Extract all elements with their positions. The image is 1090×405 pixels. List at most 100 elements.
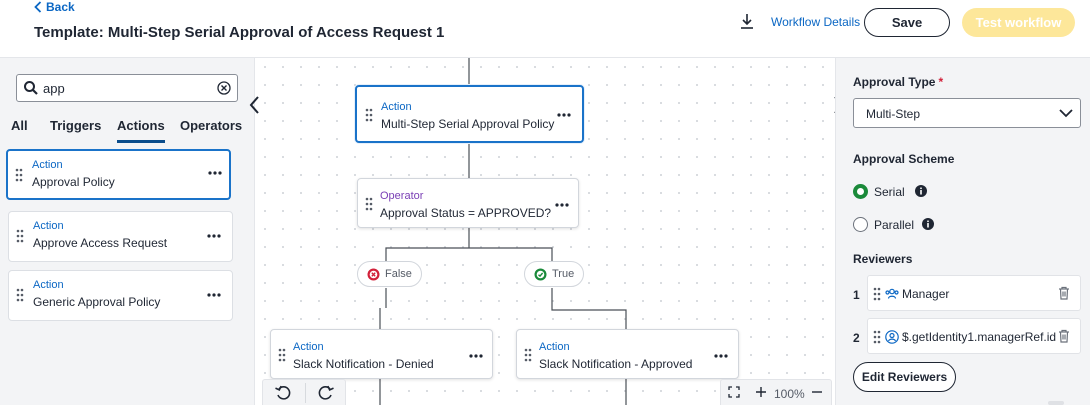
back-link[interactable]: Back [34, 0, 75, 14]
drag-handle-icon[interactable] [16, 288, 24, 302]
zoom-level: 100% [774, 387, 805, 401]
workflow-details-link[interactable]: Workflow Details [771, 15, 861, 29]
zoom-in-icon[interactable] [755, 386, 767, 398]
drag-handle-icon[interactable] [365, 197, 373, 211]
node-kind: Action [539, 341, 570, 353]
group-icon [885, 288, 899, 299]
chevron-left-icon [34, 1, 42, 13]
radio-parallel-label: Parallel [874, 218, 915, 232]
header: Back Template: Multi-Step Serial Approva… [0, 0, 1090, 58]
node-slack-notification-approved[interactable]: Action Slack Notification - Approved [516, 329, 739, 379]
branch-true-pill[interactable]: True [524, 261, 585, 287]
step-item-generic-approval-policy[interactable]: Action Generic Approval Policy [8, 270, 233, 321]
step-kind: Action [33, 279, 64, 291]
node-name: Multi-Step Serial Approval Policy [381, 117, 555, 131]
drag-handle-icon[interactable] [365, 108, 373, 122]
chevron-down-icon [1059, 109, 1073, 118]
info-icon[interactable] [922, 218, 934, 230]
collapse-left-panel-icon[interactable] [247, 94, 263, 116]
tab-actions[interactable]: Actions [117, 118, 165, 143]
approval-type-select[interactable]: Multi-Step [853, 98, 1081, 128]
more-options-icon[interactable] [557, 113, 571, 117]
step-tabs: All Triggers Actions Operators [0, 118, 255, 144]
page-title: Template: Multi-Step Serial Approval of … [34, 24, 445, 41]
step-kind: Action [33, 220, 64, 232]
more-options-icon[interactable] [208, 171, 222, 175]
approval-type-label: Approval Type* [853, 75, 943, 89]
branch-false-pill[interactable]: False [357, 261, 422, 287]
zoom-out-icon[interactable] [811, 386, 823, 398]
trash-icon[interactable] [1058, 286, 1070, 300]
node-name: Approval Status = APPROVED? [380, 206, 552, 220]
download-icon[interactable] [738, 12, 756, 32]
step-name: Approve Access Request [33, 236, 168, 250]
step-name: Approval Policy [32, 175, 115, 189]
toolbar-divider [305, 383, 306, 403]
approval-type-text: Approval Type [853, 75, 936, 89]
node-name: Slack Notification - Approved [539, 357, 693, 371]
back-label: Back [46, 0, 75, 14]
reviewer-number: 1 [853, 288, 860, 302]
undo-redo-toolbar [262, 379, 346, 405]
clear-search-icon[interactable] [217, 81, 231, 95]
fit-to-screen-icon[interactable] [728, 386, 740, 398]
more-options-icon[interactable] [714, 354, 728, 358]
scrollbar-thumb[interactable] [1048, 401, 1064, 405]
undo-icon[interactable] [274, 384, 292, 402]
step-kind: Action [32, 159, 63, 171]
node-kind: Action [381, 101, 412, 113]
node-kind: Operator [380, 190, 424, 202]
radio-serial[interactable] [853, 184, 868, 199]
node-name: Slack Notification - Denied [293, 357, 434, 371]
drag-handle-icon[interactable] [16, 229, 24, 243]
radio-parallel[interactable] [853, 217, 868, 232]
reviewers-label: Reviewers [853, 252, 913, 266]
drag-handle-icon[interactable] [873, 287, 881, 301]
more-options-icon[interactable] [207, 293, 221, 297]
search-box [16, 74, 238, 102]
drag-handle-icon[interactable] [524, 348, 532, 362]
step-properties-panel: Approval Type* Multi-Step Approval Schem… [835, 58, 1090, 405]
more-options-icon[interactable] [207, 234, 221, 238]
branch-label: False [385, 268, 412, 280]
step-name: Generic Approval Policy [33, 295, 161, 309]
workflow-canvas[interactable]: Action Multi-Step Serial Approval Policy… [256, 58, 834, 405]
node-kind: Action [293, 341, 324, 353]
approval-scheme-label: Approval Scheme [853, 152, 955, 166]
step-library-panel: All Triggers Actions Operators Action Ap… [0, 58, 255, 405]
connector-lines [379, 58, 627, 405]
trash-icon[interactable] [1058, 329, 1070, 343]
tab-all[interactable]: All [11, 118, 28, 133]
search-icon [24, 81, 38, 95]
user-icon [885, 330, 899, 344]
approval-type-value: Multi-Step [866, 107, 921, 121]
reviewer-name: Manager [902, 287, 950, 301]
reviewer-name: $.getIdentity1.managerRef.id [902, 330, 1057, 344]
reviewer-number: 2 [853, 331, 860, 345]
search-input[interactable] [43, 78, 203, 98]
tab-triggers[interactable]: Triggers [50, 118, 102, 133]
reviewer-row[interactable]: $.getIdentity1.managerRef.id [867, 318, 1081, 354]
drag-handle-icon[interactable] [873, 330, 881, 344]
more-options-icon[interactable] [555, 203, 569, 207]
drag-handle-icon[interactable] [278, 348, 286, 362]
node-multi-step-serial-approval-policy[interactable]: Action Multi-Step Serial Approval Policy [355, 85, 584, 143]
reviewer-row[interactable]: Manager [867, 275, 1081, 311]
node-slack-notification-denied[interactable]: Action Slack Notification - Denied [270, 329, 493, 379]
save-button[interactable]: Save [864, 8, 950, 37]
redo-icon[interactable] [317, 384, 335, 402]
tab-operators[interactable]: Operators [180, 118, 243, 133]
info-icon[interactable] [915, 185, 927, 197]
node-approval-status-operator[interactable]: Operator Approval Status = APPROVED? [357, 178, 579, 228]
branch-label: True [552, 268, 575, 280]
drag-handle-icon[interactable] [15, 168, 23, 182]
test-workflow-button[interactable]: Test workflow [962, 8, 1075, 37]
radio-serial-label: Serial [874, 185, 905, 199]
step-item-approve-access-request[interactable]: Action Approve Access Request [8, 211, 233, 262]
required-mark: * [938, 75, 944, 89]
edit-reviewers-button[interactable]: Edit Reviewers [853, 362, 956, 392]
step-item-approval-policy[interactable]: Action Approval Policy [6, 149, 231, 200]
more-options-icon[interactable] [469, 354, 483, 358]
error-circle-icon [367, 268, 380, 280]
check-circle-icon [534, 268, 547, 280]
